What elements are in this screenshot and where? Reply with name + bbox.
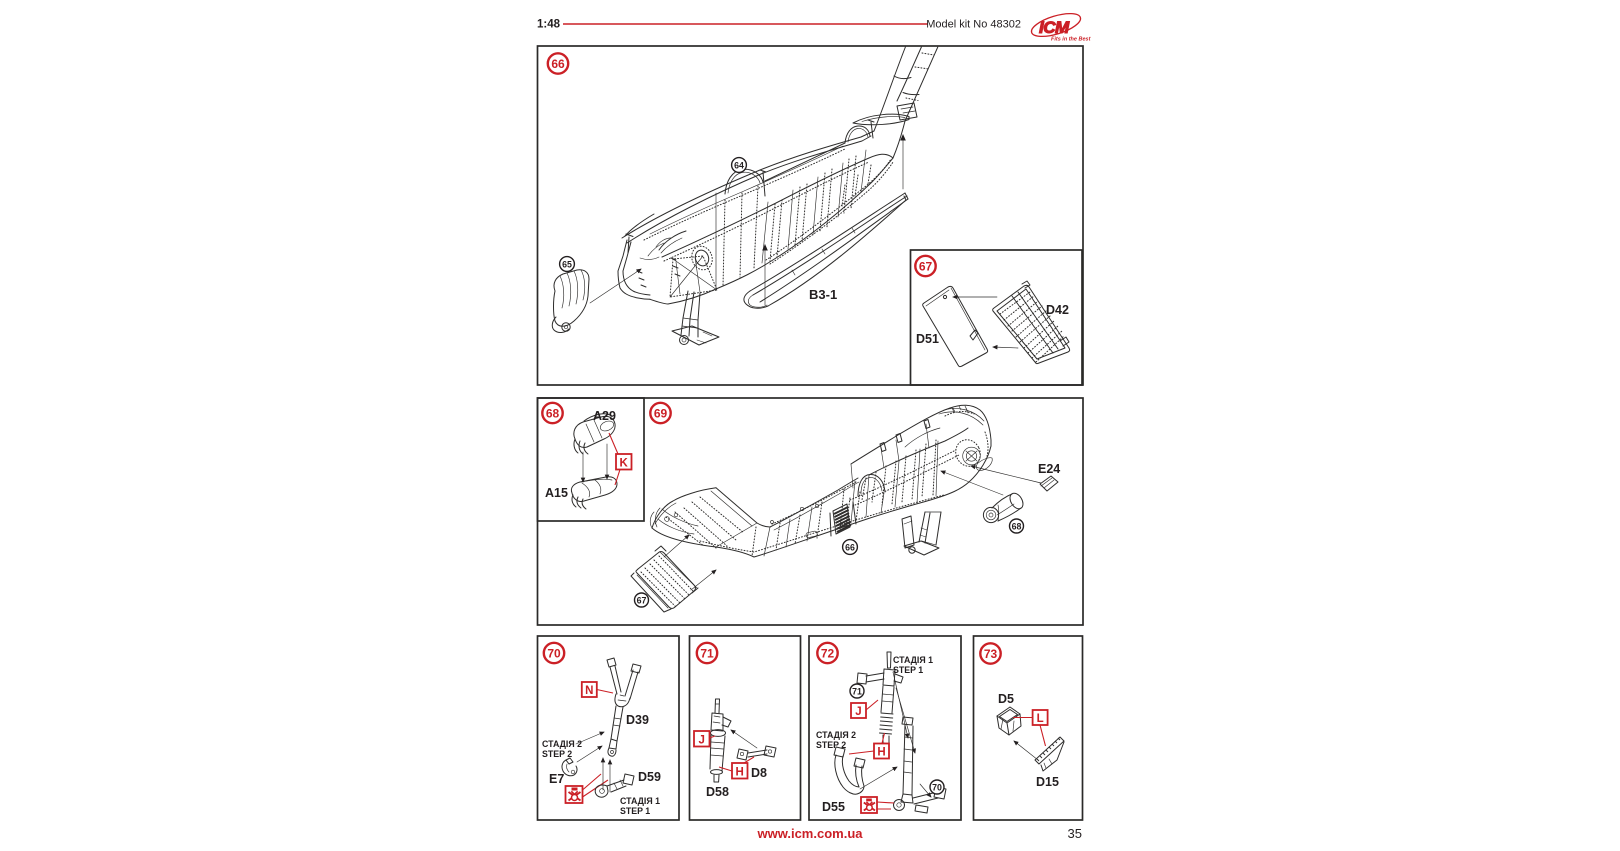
svg-text:70: 70	[547, 646, 561, 660]
svg-text:1:48: 1:48	[537, 19, 561, 31]
svg-text:D8: D8	[751, 766, 767, 780]
svg-text:STEP 2: STEP 2	[816, 740, 846, 750]
svg-text:D5: D5	[998, 692, 1014, 706]
svg-text:68: 68	[1012, 521, 1022, 531]
svg-text:A15: A15	[545, 486, 568, 500]
svg-text:STEP 1: STEP 1	[620, 806, 650, 816]
svg-text:71: 71	[852, 686, 862, 696]
svg-text:D51: D51	[916, 332, 939, 346]
svg-text:D58: D58	[706, 785, 729, 799]
svg-text:35: 35	[1068, 826, 1082, 841]
svg-text:66: 66	[845, 542, 855, 552]
svg-text:H: H	[877, 747, 885, 759]
svg-text:70: 70	[932, 782, 942, 792]
svg-text:D15: D15	[1036, 775, 1059, 789]
svg-text:67: 67	[919, 259, 933, 273]
svg-text:B3-1: B3-1	[809, 287, 837, 302]
svg-text:СТАДІЯ 1: СТАДІЯ 1	[893, 655, 933, 665]
svg-text:67: 67	[637, 595, 647, 605]
svg-text:www.icm.com.ua: www.icm.com.ua	[757, 826, 864, 841]
svg-text:H: H	[736, 767, 744, 779]
svg-text:D42: D42	[1046, 303, 1069, 317]
svg-text:Model kit No 48302: Model kit No 48302	[926, 19, 1021, 31]
svg-text:СТАДІЯ 2: СТАДІЯ 2	[542, 739, 582, 749]
svg-text:STEP 2: STEP 2	[542, 749, 572, 759]
svg-text:71: 71	[700, 646, 714, 660]
svg-text:E7: E7	[549, 772, 564, 786]
svg-text:65: 65	[562, 259, 572, 269]
svg-text:K: K	[620, 458, 629, 470]
svg-text:E24: E24	[1038, 462, 1060, 476]
svg-text:J: J	[855, 706, 861, 718]
svg-text:Fits in the Best: Fits in the Best	[1051, 37, 1092, 43]
svg-text:N: N	[585, 685, 593, 697]
svg-text:ICM: ICM	[1039, 18, 1070, 37]
svg-text:D39: D39	[626, 713, 649, 727]
svg-text:64: 64	[734, 160, 744, 170]
svg-text:A29: A29	[593, 409, 616, 423]
svg-text:D59: D59	[638, 770, 661, 784]
svg-text:J: J	[698, 735, 704, 747]
svg-text:72: 72	[821, 646, 835, 660]
svg-text:68: 68	[546, 406, 560, 420]
svg-text:66: 66	[551, 57, 565, 71]
svg-text:СТАДІЯ 1: СТАДІЯ 1	[620, 796, 660, 806]
svg-text:73: 73	[984, 647, 998, 661]
svg-text:D55: D55	[822, 800, 845, 814]
svg-text:STEP 1: STEP 1	[893, 665, 923, 675]
svg-text:СТАДІЯ 2: СТАДІЯ 2	[816, 730, 856, 740]
svg-text:69: 69	[654, 406, 668, 420]
svg-text:L: L	[1037, 713, 1044, 725]
